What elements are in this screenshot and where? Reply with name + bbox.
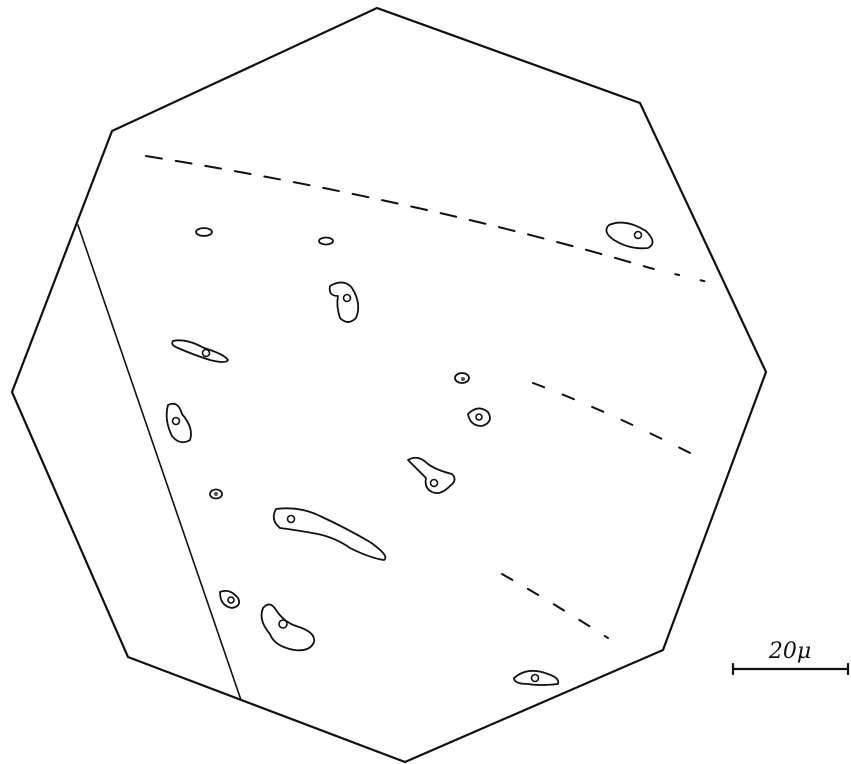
- scale-bar: 20μ: [733, 639, 848, 674]
- growth-zone-upper: [146, 156, 712, 283]
- inclusion-long-tail: [274, 508, 386, 560]
- inclusion-top-right: [606, 223, 652, 249]
- inclusion-elongated-left: [172, 340, 228, 362]
- inclusion-left-edge: [167, 404, 191, 443]
- inclusion-small-5: [210, 490, 222, 499]
- scale-bar-label: 20μ: [768, 639, 811, 664]
- inclusion-hook-center: [408, 458, 455, 493]
- inclusion-small-1: [196, 228, 212, 236]
- inclusion-lower-blob: [262, 604, 315, 650]
- inclusion-bottom: [514, 671, 558, 685]
- inclusion-small-6: [220, 591, 239, 608]
- crystal-edge-line: [78, 225, 241, 700]
- inclusion-small-3-core: [461, 377, 465, 381]
- inclusion-small-2: [319, 238, 333, 245]
- growth-zone-lower: [502, 574, 608, 638]
- crystal-octagon-outline: [12, 8, 766, 762]
- growth-zone-middle: [533, 383, 694, 455]
- inclusion-drop-upper: [330, 282, 359, 322]
- inclusion-small-4: [468, 408, 490, 426]
